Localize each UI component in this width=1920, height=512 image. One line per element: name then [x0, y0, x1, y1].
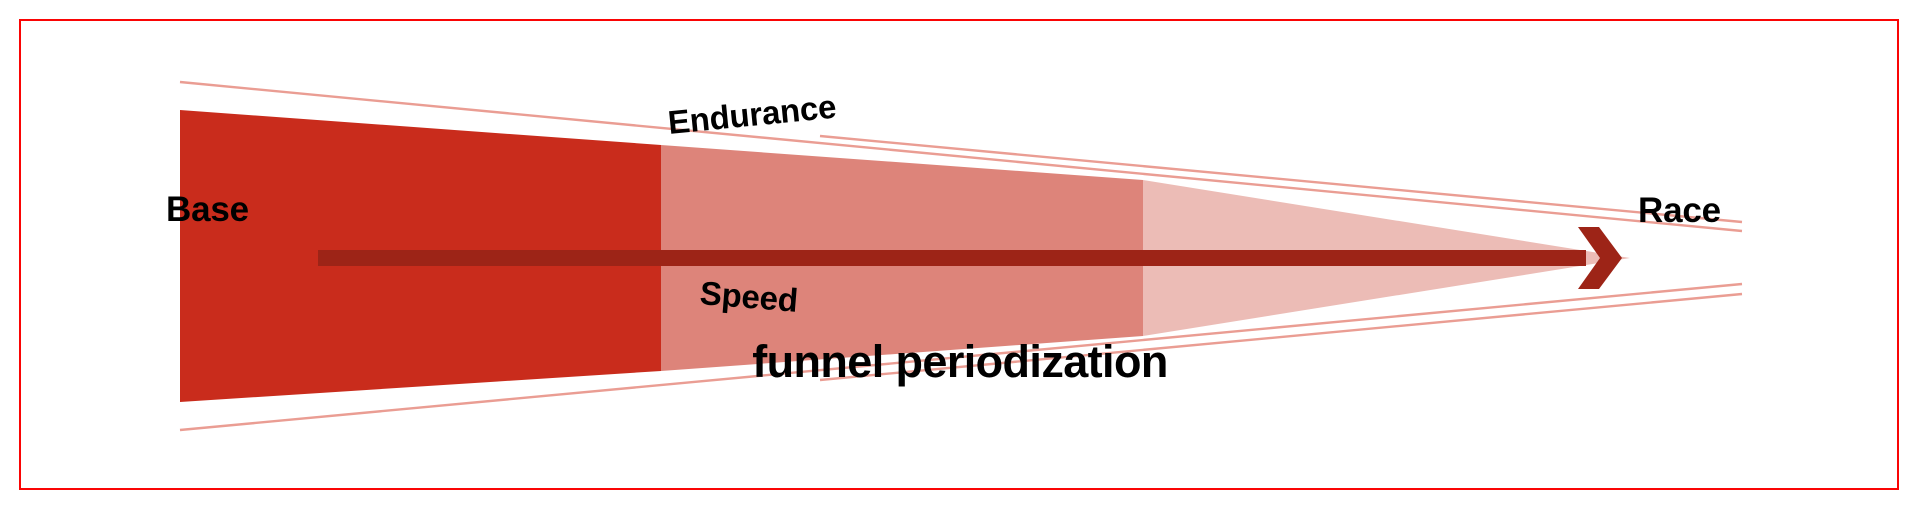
- funnel-guide-lines: [179, 80, 1743, 432]
- stage-label-speed: Speed: [698, 274, 800, 319]
- stage-label-race: Race: [1638, 191, 1721, 230]
- guide-line-outer-bottom: [179, 282, 1743, 432]
- guide-line-outer-top: [179, 80, 1743, 233]
- stage-label-base: Base: [166, 190, 249, 229]
- guide-line-inner-top: [819, 134, 1743, 224]
- progress-arrow: [318, 227, 1622, 289]
- guide-line-inner-bottom: [819, 292, 1743, 382]
- arrow-shaft: [318, 250, 1586, 266]
- arrow-head-chevron: [1578, 227, 1622, 289]
- figure-caption: funnel periodization: [752, 336, 1168, 387]
